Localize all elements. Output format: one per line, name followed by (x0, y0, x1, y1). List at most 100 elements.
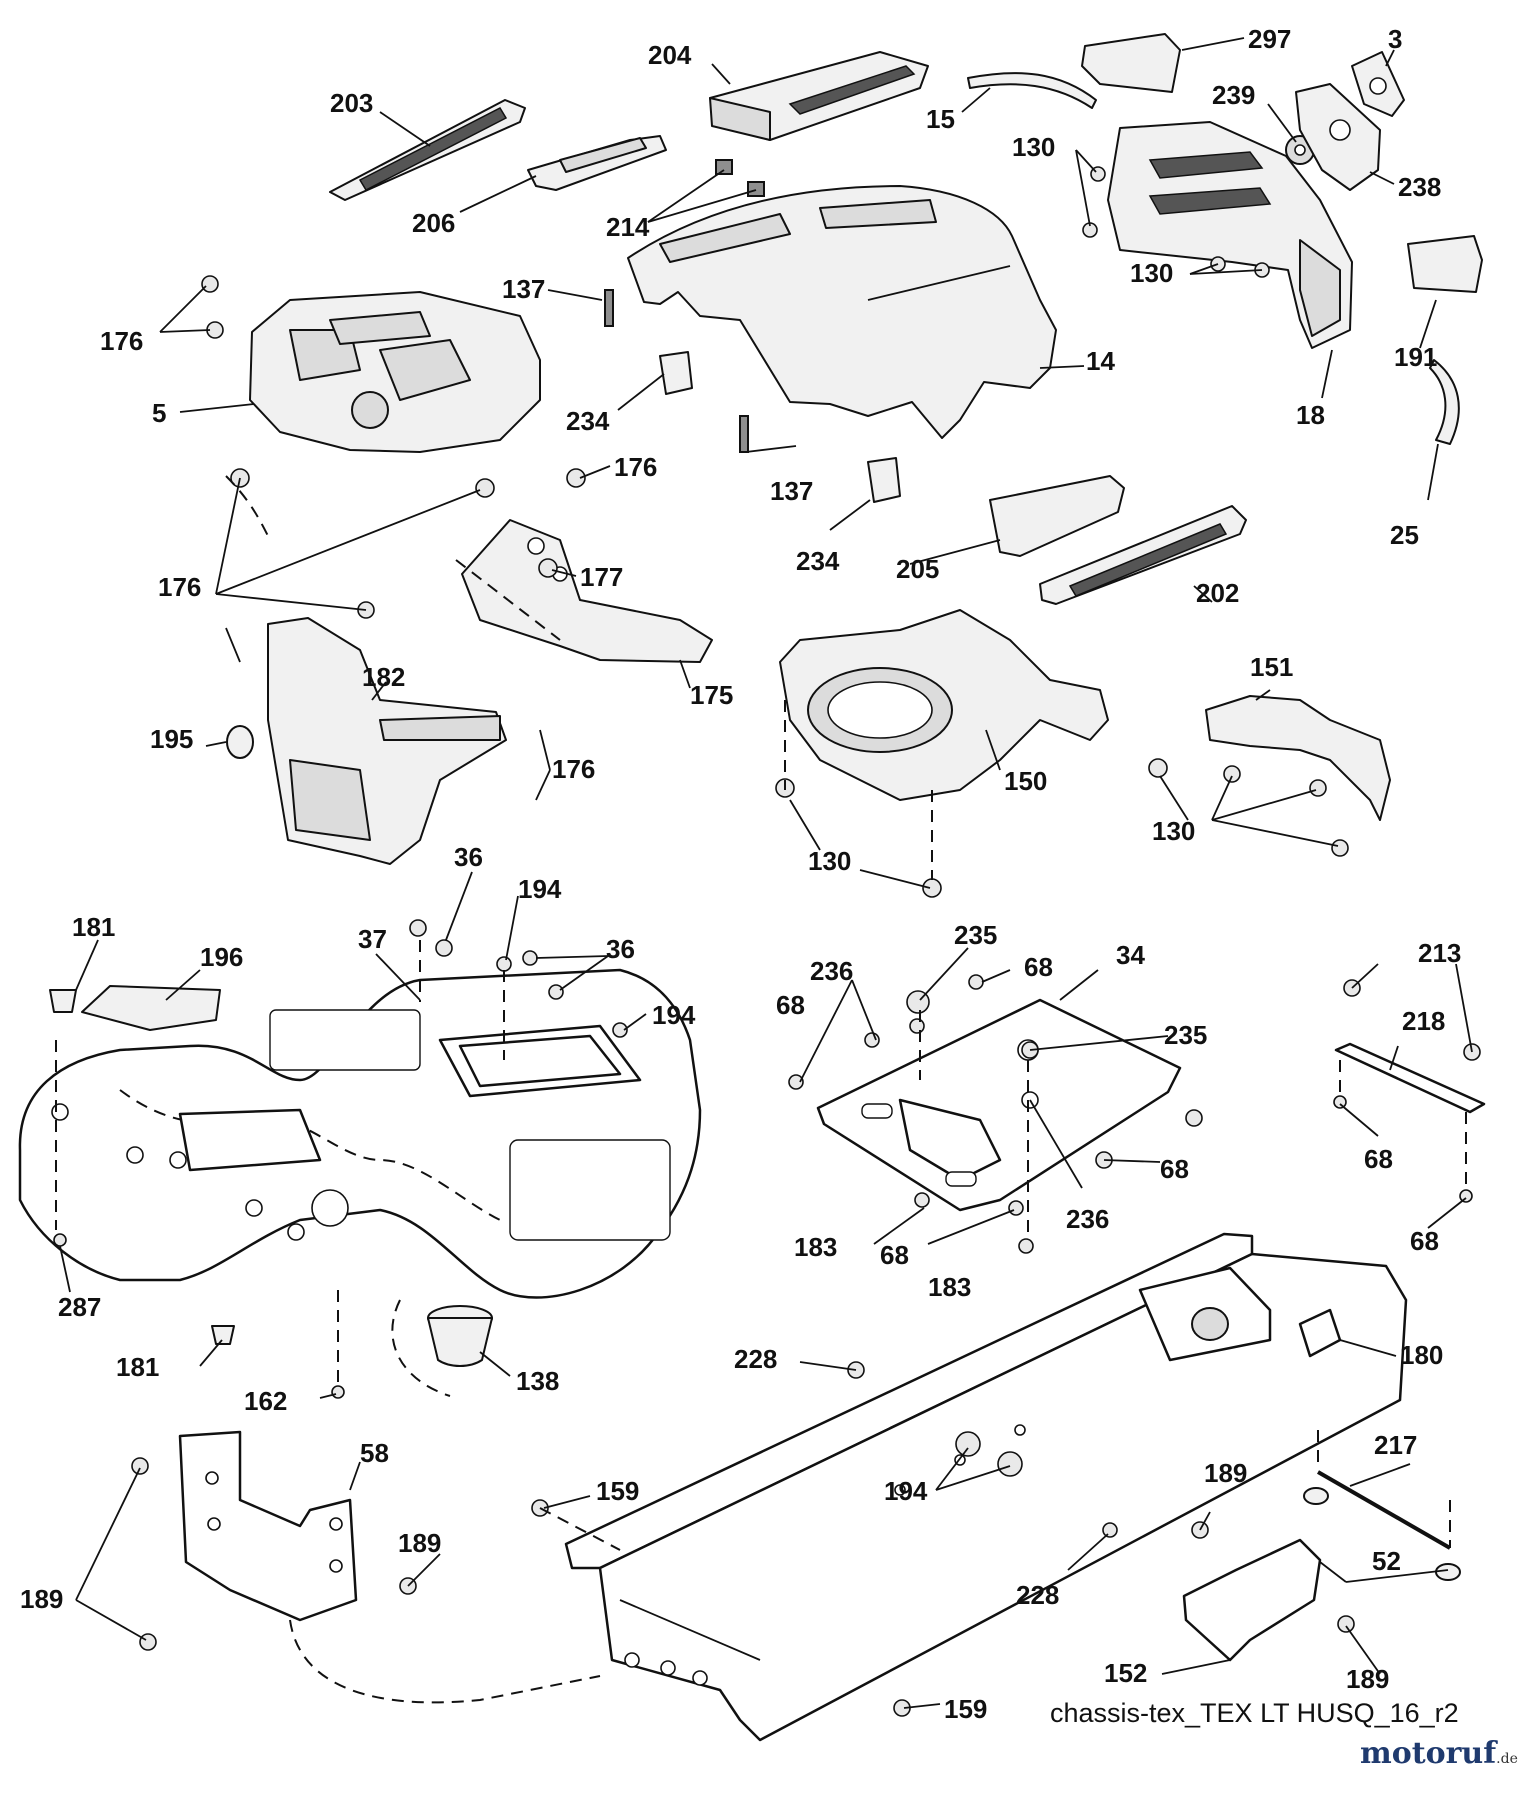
callout-205: 205 (896, 554, 939, 584)
callout-204: 204 (648, 40, 692, 70)
callout-176-d: 176 (552, 754, 595, 784)
callout-203: 203 (330, 88, 373, 118)
part-58-bracket (178, 1430, 601, 1704)
callout-68-a: 68 (1024, 952, 1053, 982)
callout-5: 5 (152, 398, 166, 428)
callout-15: 15 (926, 104, 955, 134)
part-203-grille-strip (329, 99, 526, 201)
callout-181-a: 181 (72, 912, 115, 942)
callout-206: 206 (412, 208, 455, 238)
callout-214: 214 (606, 212, 650, 242)
callout-159-a: 159 (596, 1476, 639, 1506)
callout-52: 52 (1372, 1546, 1401, 1576)
callout-176-a: 176 (100, 326, 143, 356)
callout-234-top: 234 (566, 406, 610, 436)
part-206-vent-insert (527, 135, 667, 191)
part-138-boot (427, 1305, 493, 1367)
callout-130-b: 130 (1130, 258, 1173, 288)
callout-213: 213 (1418, 938, 1461, 968)
hardware-36-194 (409, 919, 628, 1038)
callout-180: 180 (1400, 1340, 1443, 1370)
callout-181-b: 181 (116, 1352, 159, 1382)
part-3-plate (1351, 51, 1405, 117)
callout-175: 175 (690, 680, 733, 710)
part-137-insert-mid (739, 415, 749, 453)
part-150-deflector (779, 609, 1109, 801)
callout-159-b: 159 (944, 1694, 987, 1724)
callout-234-mid: 234 (796, 546, 840, 576)
callout-68-c: 68 (1160, 1154, 1189, 1184)
callout-217: 217 (1374, 1430, 1417, 1460)
diagram-reference-code: chassis-tex_TEX LT HUSQ_16_r2 (1050, 1698, 1459, 1728)
callout-36-b: 36 (606, 934, 635, 964)
part-25-trim (1429, 359, 1460, 445)
callout-37: 37 (358, 924, 387, 954)
callout-151: 151 (1250, 652, 1293, 682)
callout-189-a: 189 (1204, 1458, 1247, 1488)
part-218-strap (1334, 1042, 1486, 1114)
fender-vent-rows (269, 1009, 671, 1241)
part-182-front-panel (267, 617, 507, 865)
part-205-vent (989, 475, 1125, 557)
callout-194-a: 194 (518, 874, 562, 904)
leader-lines (59, 37, 1473, 1709)
callout-228-a: 228 (734, 1344, 777, 1374)
callout-218: 218 (1402, 1006, 1445, 1036)
watermark-suffix: .de (1496, 1751, 1518, 1767)
part-234-clip-top (659, 351, 693, 395)
callout-239: 239 (1212, 80, 1255, 110)
callout-68-e: 68 (880, 1240, 909, 1270)
callout-235-a: 235 (954, 920, 997, 950)
part-180-frame (564, 1232, 1408, 1742)
callout-137-mid: 137 (770, 476, 813, 506)
callout-194-b: 194 (652, 1000, 696, 1030)
callout-138: 138 (516, 1366, 559, 1396)
part-152-shield (1182, 1538, 1322, 1662)
callout-195: 195 (150, 724, 193, 754)
callout-130-d: 130 (808, 846, 851, 876)
callout-3: 3 (1388, 24, 1402, 54)
part-5-dash-panel (249, 291, 541, 453)
part-177-nut (538, 558, 558, 578)
callout-177: 177 (580, 562, 623, 592)
callout-236-b: 236 (1066, 1204, 1109, 1234)
callout-235-b: 235 (1164, 1020, 1207, 1050)
part-195-plug (226, 725, 254, 759)
callout-202: 202 (1196, 578, 1239, 608)
callout-130-c: 130 (1152, 816, 1195, 846)
hardware-287-162 (53, 1233, 345, 1399)
part-214-clips (715, 159, 765, 197)
callout-150: 150 (1004, 766, 1047, 796)
part-15-trim-strip (967, 72, 1097, 109)
callout-176-b: 176 (614, 452, 657, 482)
callout-191: 191 (1394, 342, 1437, 372)
part-18-front-grille (1107, 121, 1353, 349)
hardware-189-152 (1191, 1521, 1355, 1633)
callout-194-c: 194 (884, 1476, 928, 1506)
callout-162: 162 (244, 1386, 287, 1416)
callout-236-a: 236 (810, 956, 853, 986)
callout-130-top: 130 (1012, 132, 1055, 162)
part-181-grommet (49, 989, 235, 1345)
callout-68-f: 68 (1410, 1226, 1439, 1256)
callout-labels: 203 204 297 3 15 239 130 238 206 214 137… (20, 24, 1461, 1724)
callout-68-b: 68 (776, 990, 805, 1020)
callout-228-b: 228 (1016, 1580, 1059, 1610)
callout-196: 196 (200, 942, 243, 972)
hardware-189-58 (131, 1457, 417, 1651)
part-191-cap (1407, 235, 1483, 293)
part-238-bracket (1295, 83, 1381, 191)
callout-14: 14 (1086, 346, 1115, 376)
callout-287: 287 (58, 1292, 101, 1322)
callout-34: 34 (1116, 940, 1145, 970)
callout-18: 18 (1296, 400, 1325, 430)
part-217-rod (1303, 1470, 1461, 1581)
callout-152: 152 (1104, 1658, 1147, 1688)
part-202-grille-strip (1039, 505, 1247, 605)
callout-189-b: 189 (398, 1528, 441, 1558)
hardware-frame (531, 1361, 1118, 1717)
callout-238: 238 (1398, 172, 1441, 202)
hardware-130-top (1082, 166, 1270, 278)
callout-36-a: 36 (454, 842, 483, 872)
